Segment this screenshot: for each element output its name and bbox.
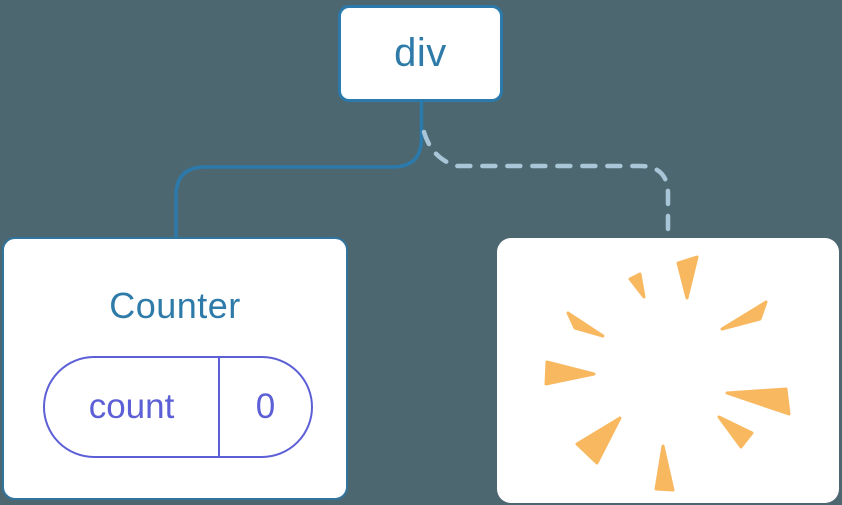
tree-node-div-label: div bbox=[394, 31, 447, 75]
dashed-connector-to-removed bbox=[421, 129, 671, 241]
tree-node-div: div bbox=[338, 5, 503, 102]
counter-component-card: Counter count 0 bbox=[2, 237, 348, 500]
counter-card-title: Counter bbox=[109, 285, 241, 326]
counter-state-pill: count 0 bbox=[43, 356, 313, 458]
state-value-label: 0 bbox=[255, 387, 276, 426]
state-pill-divider bbox=[218, 358, 220, 456]
state-key-label: count bbox=[88, 387, 175, 426]
removed-component-card bbox=[497, 238, 839, 503]
solid-connector-to-counter bbox=[174, 101, 424, 237]
poof-burst-icon bbox=[544, 255, 791, 492]
